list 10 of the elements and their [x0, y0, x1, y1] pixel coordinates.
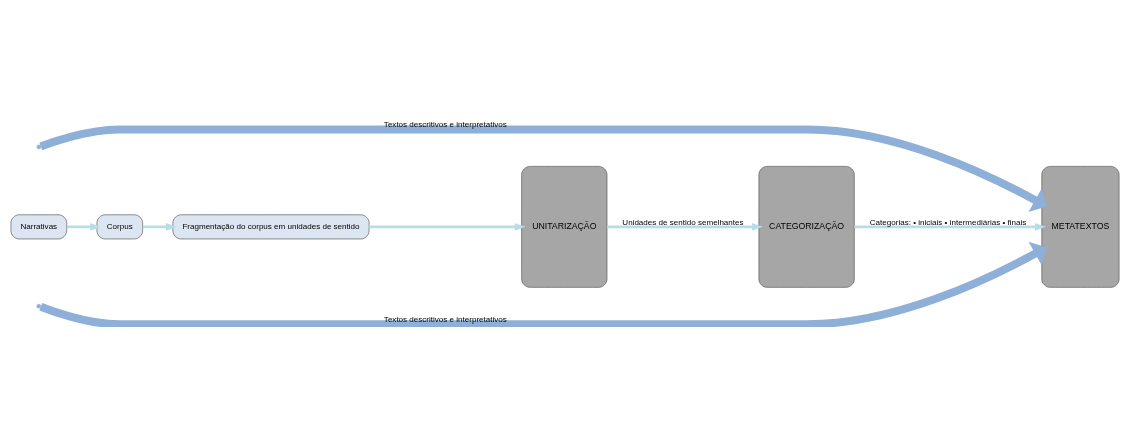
arrow: [369, 223, 526, 231]
node-box: UNITARIZAÇÃO: [521, 166, 608, 288]
arrow: [66, 223, 101, 231]
arrow: [607, 223, 763, 231]
node-box: METATEXTOS: [1041, 166, 1120, 288]
arrow: [854, 223, 1046, 231]
node-box: CATEGORIZAÇÃO: [758, 166, 855, 288]
arrow: [39, 125, 1047, 213]
arrow: [39, 241, 1047, 327]
arrow: [142, 223, 177, 231]
